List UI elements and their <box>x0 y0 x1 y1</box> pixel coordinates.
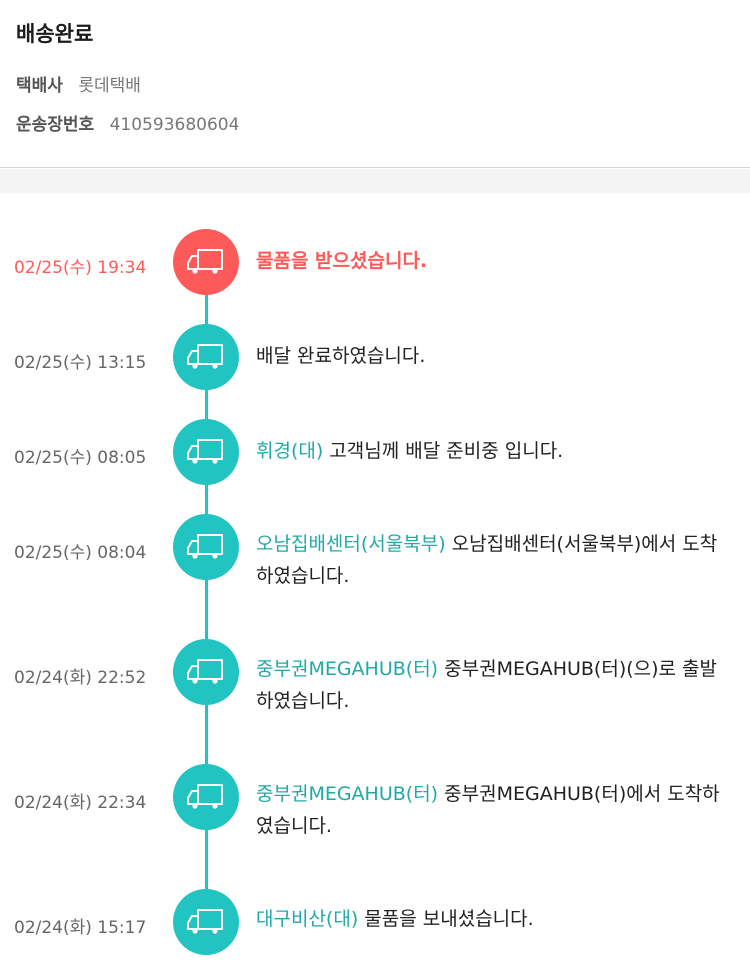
event-marker <box>173 889 239 955</box>
event-text: 물품을 받으셨습니다. <box>256 250 428 272</box>
event-message: 배달 완료하였습니다. <box>256 340 734 372</box>
truck-icon <box>187 534 223 559</box>
truck-icon <box>187 909 223 934</box>
event-time: 02/25(수) 08:05 <box>14 448 147 468</box>
event-text: 중부권MEGAHUB(터)(으)로 출발하였습니다. <box>256 658 718 712</box>
event-message: 오남집배센터(서울북부) 오남집배센터(서울북부)에서 도착하였습니다. <box>256 528 734 592</box>
event-marker <box>173 229 239 295</box>
event-message: 중부권MEGAHUB(터) 중부권MEGAHUB(터)에서 도착하였습니다. <box>256 778 734 842</box>
event-message: 중부권MEGAHUB(터) 중부권MEGAHUB(터)(으)로 출발하였습니다. <box>256 653 734 717</box>
event-location: 중부권MEGAHUB(터) <box>256 658 439 680</box>
truck-icon <box>187 249 223 274</box>
carrier-value: 롯데택배 <box>78 76 141 96</box>
delivery-header: 배송완료 택배사 롯데택배 운송장번호 410593680604 <box>0 0 750 168</box>
event-location: 대구비산(대) <box>256 908 359 930</box>
event-time: 02/24(화) 22:34 <box>14 793 147 813</box>
carrier-label: 택배사 <box>16 76 63 96</box>
event-message: 휘경(대) 고객님께 배달 준비중 입니다. <box>256 435 734 467</box>
event-time: 02/24(화) 15:17 <box>14 918 147 938</box>
truck-icon <box>187 439 223 464</box>
truck-icon <box>187 344 223 369</box>
event-marker <box>173 419 239 485</box>
event-marker <box>173 764 239 830</box>
event-text: 오남집배센터(서울북부)에서 도착하였습니다. <box>256 533 718 587</box>
delivery-status-title: 배송완료 <box>16 22 94 46</box>
event-location: 중부권MEGAHUB(터) <box>256 783 439 805</box>
event-text: 중부권MEGAHUB(터)에서 도착하였습니다. <box>256 783 720 837</box>
event-marker <box>173 324 239 390</box>
event-location: 휘경(대) <box>256 440 324 462</box>
event-time: 02/25(수) 08:04 <box>14 543 147 563</box>
event-location: 오남집배센터(서울북부) <box>256 533 446 555</box>
event-text: 고객님께 배달 준비중 입니다. <box>323 440 564 462</box>
event-marker <box>173 639 239 705</box>
event-time: 02/25(수) 13:15 <box>14 353 147 373</box>
event-time: 02/25(수) 19:34 <box>14 258 147 278</box>
truck-icon <box>187 659 223 684</box>
carrier-row: 택배사 롯데택배 <box>16 71 141 96</box>
truck-icon <box>187 784 223 809</box>
event-message: 대구비산(대) 물품을 보내셨습니다. <box>256 903 734 935</box>
tracking-label: 운송장번호 <box>16 115 95 135</box>
section-divider <box>0 169 750 193</box>
timeline-line <box>205 262 208 924</box>
event-time: 02/24(화) 22:52 <box>14 668 147 688</box>
event-message: 물품을 받으셨습니다. <box>256 245 734 277</box>
event-text: 물품을 보내셨습니다. <box>358 908 534 930</box>
event-text: 배달 완료하였습니다. <box>256 345 426 367</box>
event-marker <box>173 514 239 580</box>
tracking-row: 운송장번호 410593680604 <box>16 110 239 135</box>
tracking-number: 410593680604 <box>109 115 240 135</box>
